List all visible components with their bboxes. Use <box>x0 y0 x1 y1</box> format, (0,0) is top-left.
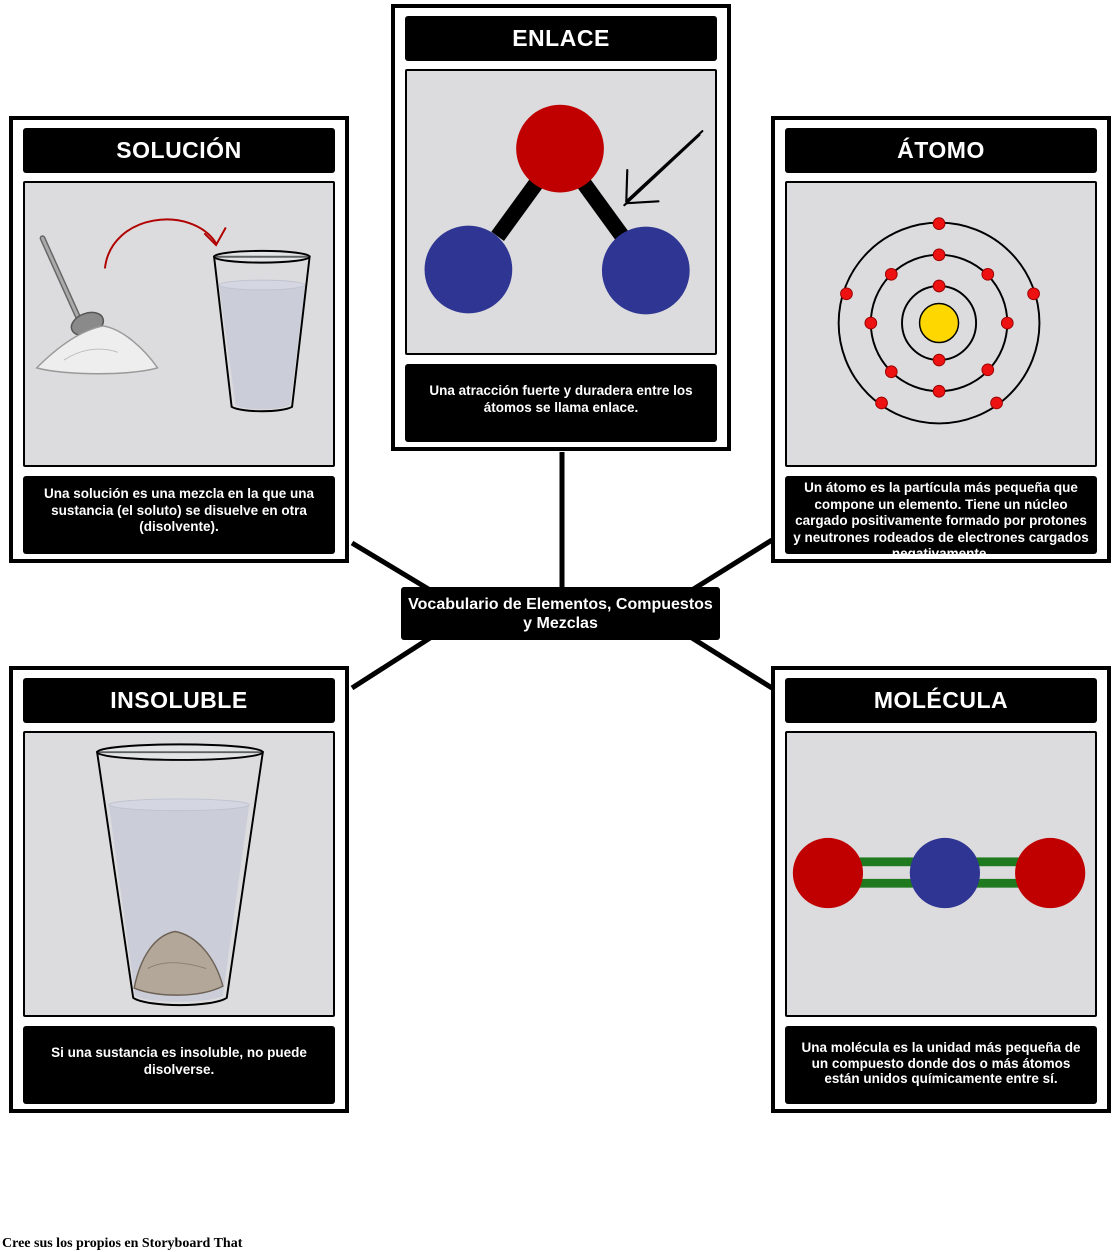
central-topic: Vocabulario de Elementos, Compuestos y M… <box>401 587 720 640</box>
blue-atom-center <box>909 837 980 909</box>
spoon-icon <box>39 235 105 337</box>
solution-illustration <box>23 181 335 467</box>
cell-title: INSOLUBLE <box>23 678 335 723</box>
cell-atomo: ÁTOMO <box>771 116 1111 563</box>
connector-solucion <box>350 540 432 593</box>
blue-atom-right <box>601 226 690 315</box>
connector-atomo <box>690 537 774 593</box>
cell-enlace: ENLACE Una atracción fuerte y duradera e… <box>391 4 731 451</box>
insoluble-illustration <box>23 731 335 1017</box>
footer-credit[interactable]: Cree sus los propios en Storyboard That <box>2 1236 243 1251</box>
electrons <box>840 217 1040 410</box>
cell-title: SOLUCIÓN <box>23 128 335 173</box>
cell-title: ÁTOMO <box>785 128 1097 173</box>
cell-description: Un átomo es la partícula más pequeña que… <box>785 476 1097 554</box>
cell-title: ENLACE <box>405 16 717 61</box>
cell-description: Una atracción fuerte y duradera entre lo… <box>405 364 717 442</box>
cell-description: Una solución es una mezcla en la que una… <box>23 476 335 554</box>
glass-icon <box>95 743 264 1007</box>
blue-atom-left <box>424 225 513 314</box>
cell-description: Una molécula es la unidad más pequeña de… <box>785 1026 1097 1104</box>
connector-molecula <box>690 635 774 691</box>
connector-insoluble <box>350 635 432 691</box>
molecule-illustration <box>785 731 1097 1017</box>
cell-insoluble: INSOLUBLE Si una sustancia es insoluble,… <box>9 666 349 1113</box>
red-atom <box>516 104 604 193</box>
red-atom-right <box>1015 837 1086 909</box>
atom-illustration <box>785 181 1097 467</box>
cell-title: MOLÉCULA <box>785 678 1097 723</box>
red-atom-left <box>792 837 864 909</box>
cell-molecula: MOLÉCULA Una molécula es la unidad más p… <box>771 666 1111 1113</box>
nucleus <box>918 302 960 344</box>
water-glass-icon <box>212 249 311 413</box>
bond-illustration <box>405 69 717 355</box>
cell-solucion: SOLUCIÓN <box>9 116 349 563</box>
cell-description: Si una sustancia es insoluble, no puede … <box>23 1026 335 1104</box>
powder-pile <box>35 325 159 375</box>
curved-arrow-icon <box>103 218 217 269</box>
arrow-icon <box>623 130 704 207</box>
